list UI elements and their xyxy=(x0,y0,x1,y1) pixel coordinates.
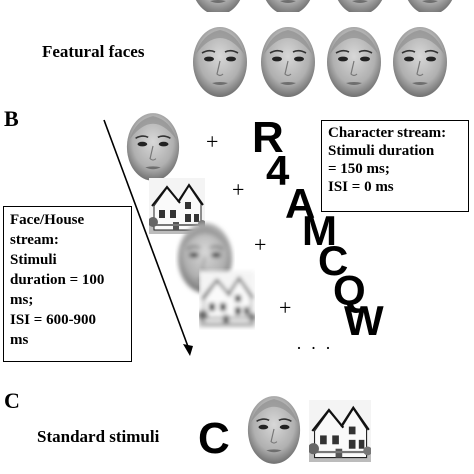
plus-sign-3: + xyxy=(254,232,267,257)
face-house-box-line-4: duration = 100 xyxy=(10,272,105,288)
featural-face-2 xyxy=(260,26,316,98)
char-letter-4: 4 xyxy=(266,147,290,194)
standard-letter-c: C xyxy=(198,414,230,463)
panel-a-top-faces-row xyxy=(180,0,470,12)
face-house-box-line-3: Stimuli xyxy=(10,252,57,268)
character-box-line-1: Character stream: xyxy=(328,125,447,141)
standard-stimuli-caption: Standard stimuli xyxy=(37,427,160,446)
face-house-box-line-7: ms xyxy=(10,332,29,348)
plus-sign-2: + xyxy=(232,177,245,202)
plus-sign-1: + xyxy=(206,129,219,154)
face-house-box-line-2: stream: xyxy=(10,232,59,248)
plus-sign-4: + xyxy=(279,295,292,320)
ellipsis: · · · xyxy=(296,338,333,358)
panel-b-label: B xyxy=(4,106,19,131)
char-letter-q: Q xyxy=(333,267,366,314)
character-box-line-3: = 150 ms; xyxy=(328,161,390,177)
standard-house xyxy=(309,398,371,464)
featural-face-3 xyxy=(326,26,382,98)
panel-c-label: C xyxy=(4,388,20,413)
stream-house-2-blurred xyxy=(199,270,255,328)
stream-face-1 xyxy=(126,112,180,182)
char-letter-c: C xyxy=(318,237,349,284)
face-house-stream-box: Face/House stream: Stimuli duration = 10… xyxy=(3,206,132,362)
char-letter-r: R xyxy=(252,113,284,162)
standard-face xyxy=(247,395,301,465)
character-box-line-2: Stimuli duration xyxy=(328,143,435,159)
character-stream-box: Character stream: Stimuli duration = 150… xyxy=(321,120,469,212)
char-letter-m: M xyxy=(302,207,337,254)
featural-faces-caption: Featural faces xyxy=(42,42,145,61)
character-box-line-4: ISI = 0 ms xyxy=(328,179,394,195)
char-letter-w: W xyxy=(344,297,384,344)
face-house-box-line-5: ms; xyxy=(10,292,34,308)
face-house-box-line-6: ISI = 600-900 xyxy=(10,312,97,328)
featural-face-1 xyxy=(192,26,248,98)
cropped-faces-row xyxy=(190,0,458,12)
featural-face-4 xyxy=(392,26,448,98)
face-house-box-line-1: Face/House xyxy=(10,212,85,228)
char-letter-a: A xyxy=(285,180,316,227)
featural-faces-row xyxy=(190,22,460,100)
